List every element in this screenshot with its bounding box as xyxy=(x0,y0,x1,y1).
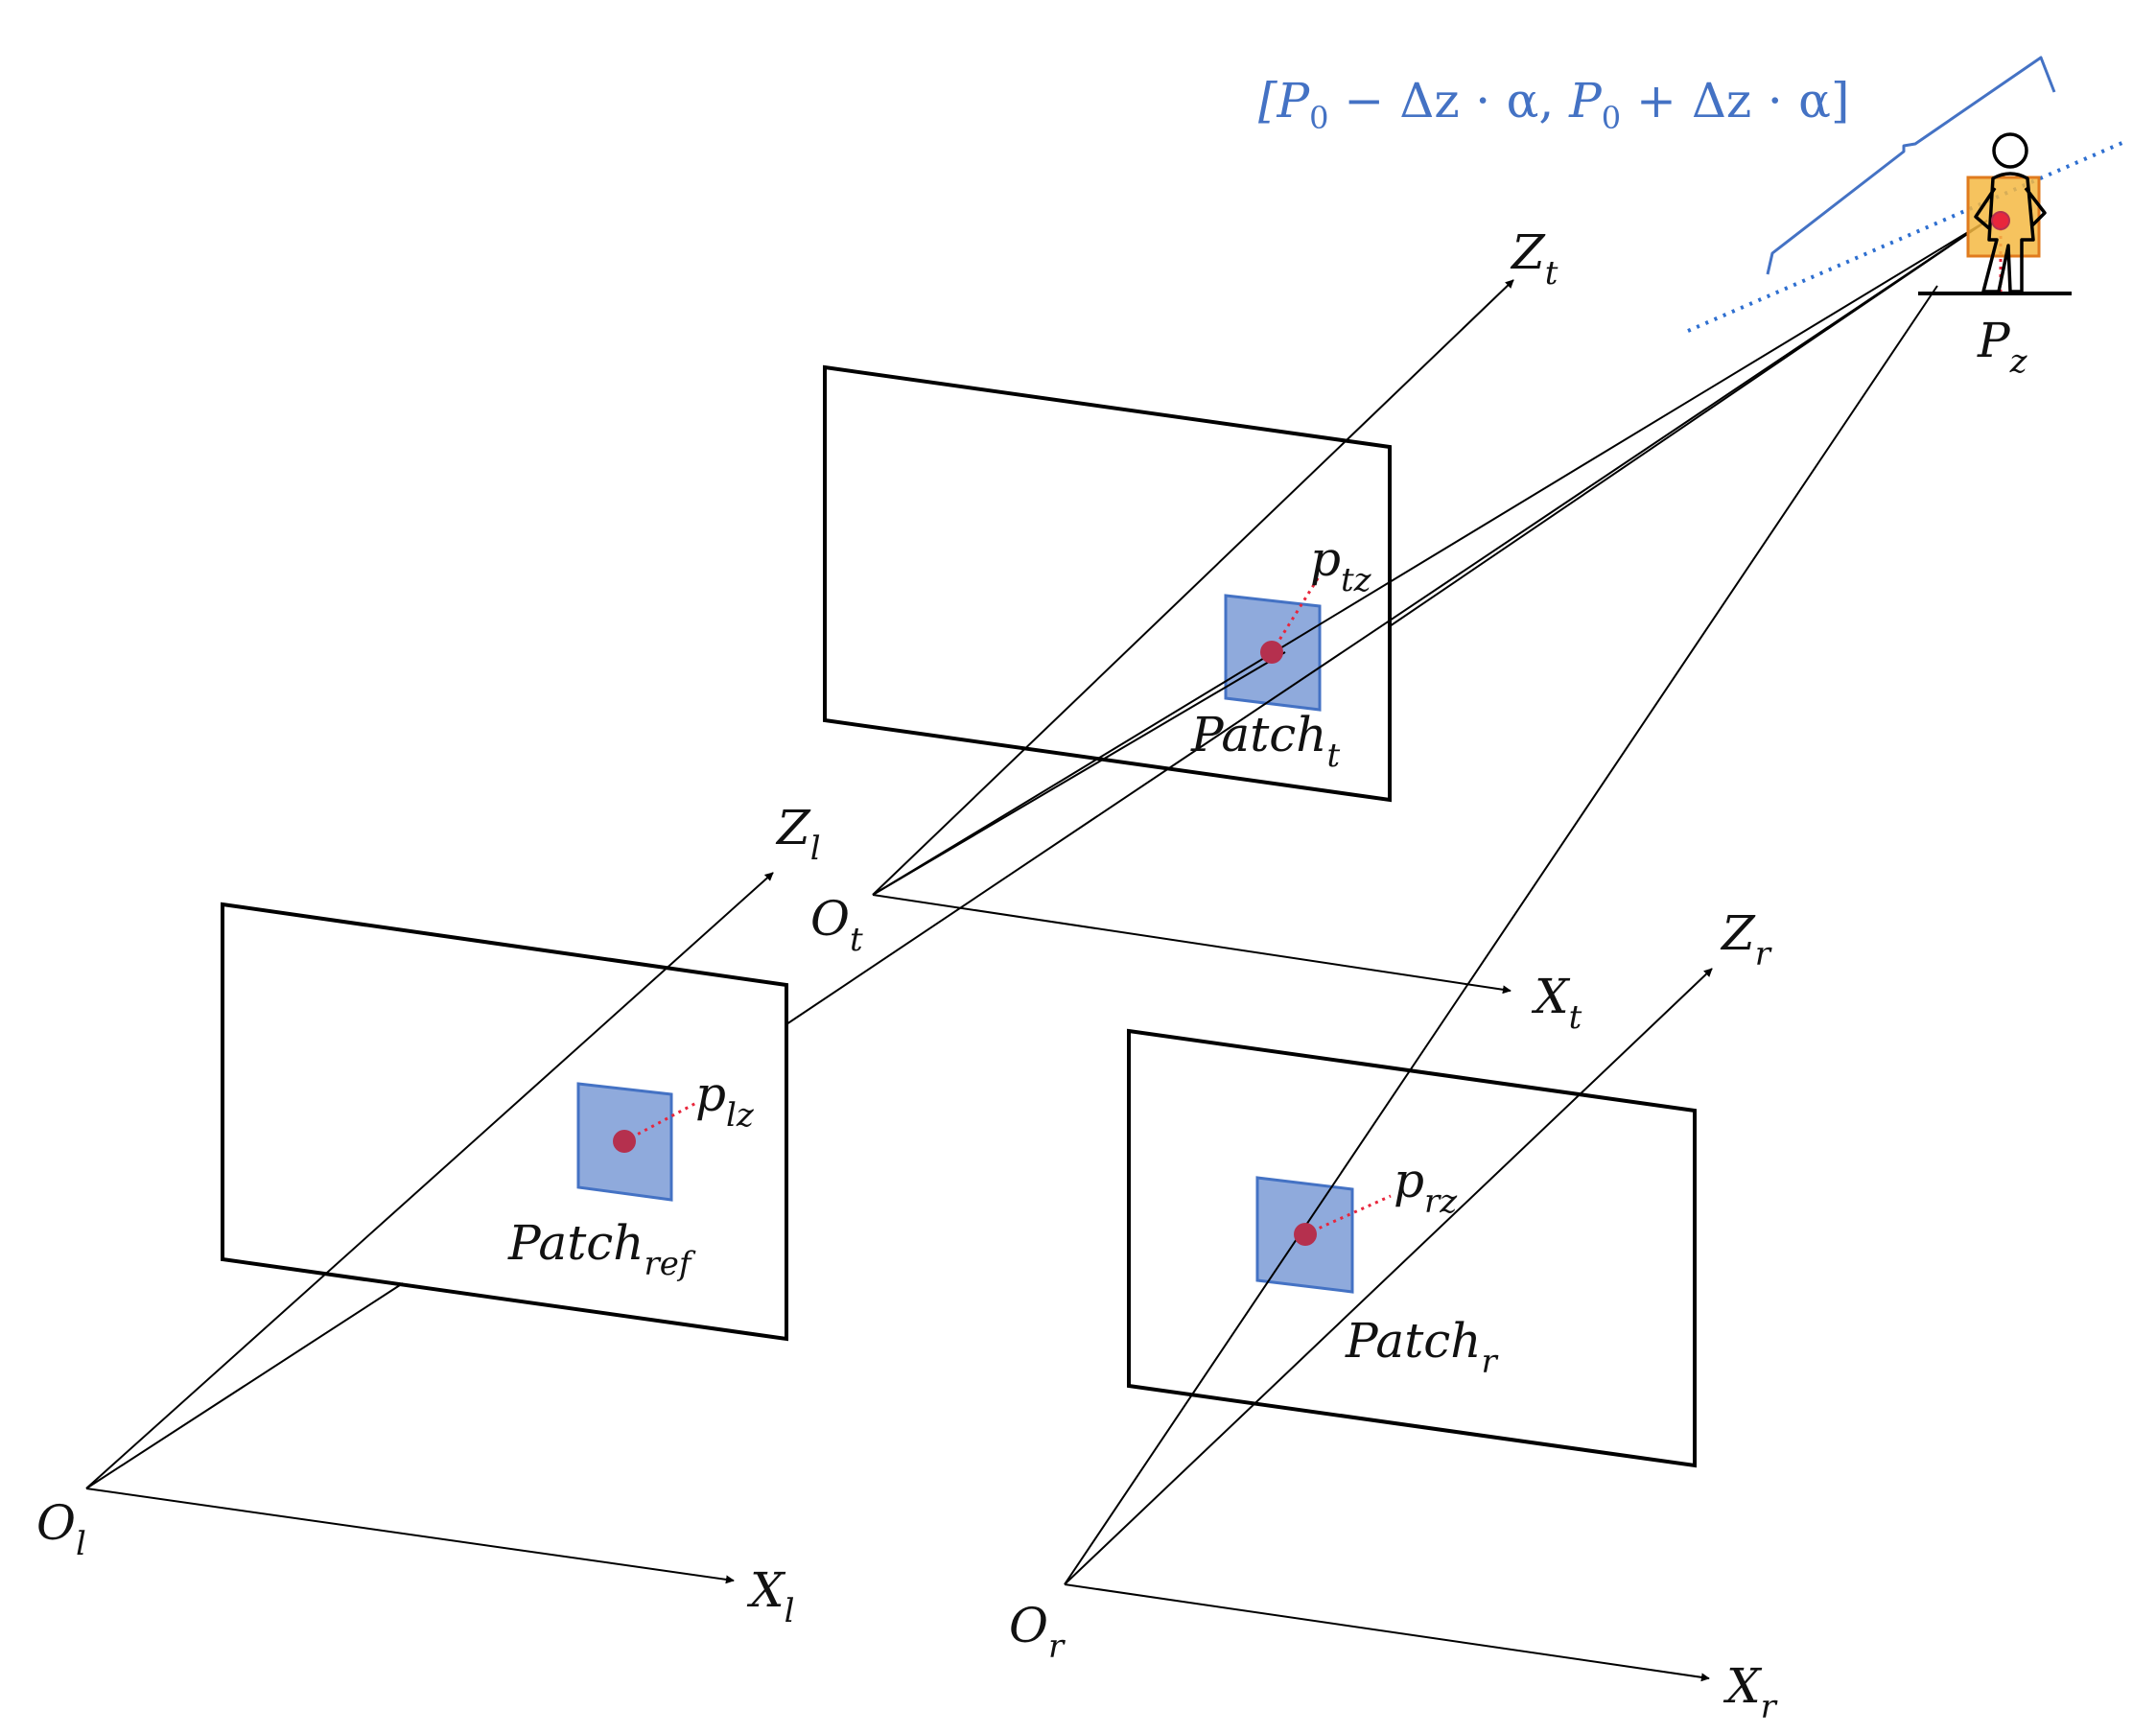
ray-top-to-patch xyxy=(872,651,1286,896)
origin-label-top: Ot xyxy=(810,891,863,959)
ray-right-to-target xyxy=(1064,285,1938,1585)
person-icon xyxy=(1918,132,2072,295)
pixel-point-left xyxy=(613,1130,636,1153)
x-axis-label-right: Xr xyxy=(1722,1658,1778,1726)
image-plane-top xyxy=(823,364,1392,803)
z-axis-label-right: Zr xyxy=(1720,905,1772,973)
patch-label-right: Patchr xyxy=(1345,1313,1499,1381)
z-axis-label-top: Zt xyxy=(1510,224,1558,293)
guide-prz xyxy=(1304,1194,1392,1236)
pixel-label-left: plz xyxy=(695,1066,755,1135)
viewing-ray-dotted xyxy=(1687,140,2125,333)
origin-label-left: Ol xyxy=(36,1495,86,1563)
pixel-point-right xyxy=(1294,1223,1317,1246)
x-axis-right xyxy=(1064,1583,1710,1682)
ray-left-lower xyxy=(85,1282,404,1489)
ray-top-upper xyxy=(872,220,1988,896)
point-label-pz: Pz xyxy=(1977,313,2028,381)
image-plane-right xyxy=(1127,1028,1697,1468)
x-axis-top xyxy=(872,894,1512,995)
z-axis-label-left: Zl xyxy=(775,800,821,868)
ray-top-beyond-plane xyxy=(1389,220,1988,627)
x-axis-label-top: Xt xyxy=(1531,969,1582,1037)
ray-left-to-target xyxy=(785,220,1988,1025)
patch-label-top: Patcht xyxy=(1190,707,1341,775)
x-axis-left xyxy=(85,1488,735,1584)
target-point xyxy=(1991,211,2010,230)
z-axis-right xyxy=(1064,968,1713,1585)
guide-plz xyxy=(623,1101,697,1143)
pixel-label-right: prz xyxy=(1394,1153,1458,1221)
pixel-point-top xyxy=(1260,641,1283,664)
patch-label-ref: Patchref xyxy=(507,1215,696,1283)
origin-label-right: Or xyxy=(1009,1598,1066,1666)
z-axis-left xyxy=(85,872,774,1489)
axes-right xyxy=(1064,968,1713,1682)
projection-rays xyxy=(85,220,1988,1585)
axes-top xyxy=(872,279,1514,995)
pixel-label-top: ptz xyxy=(1310,531,1372,599)
pixel-guides xyxy=(623,221,2003,1236)
axes-left xyxy=(85,872,774,1584)
depth-range-brace xyxy=(1766,56,2056,275)
depth-range-label: [P0 − Δz ⋅ α, P0 + Δz ⋅ α] xyxy=(1258,73,1849,136)
image-plane-left xyxy=(221,902,788,1342)
x-axis-label-left: Xl xyxy=(746,1562,794,1630)
z-axis-top xyxy=(872,279,1514,896)
